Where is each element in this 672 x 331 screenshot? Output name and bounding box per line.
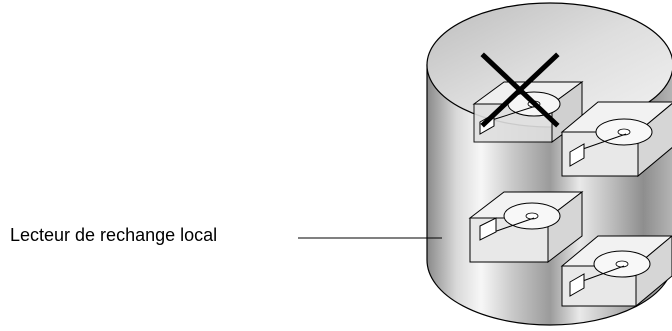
local-spare-drive xyxy=(468,190,584,264)
drive-bottom-right xyxy=(560,235,672,308)
x-mark-icon xyxy=(480,52,560,128)
callout-label: Lecteur de rechange local xyxy=(10,225,218,245)
drive-top-right xyxy=(560,101,672,178)
